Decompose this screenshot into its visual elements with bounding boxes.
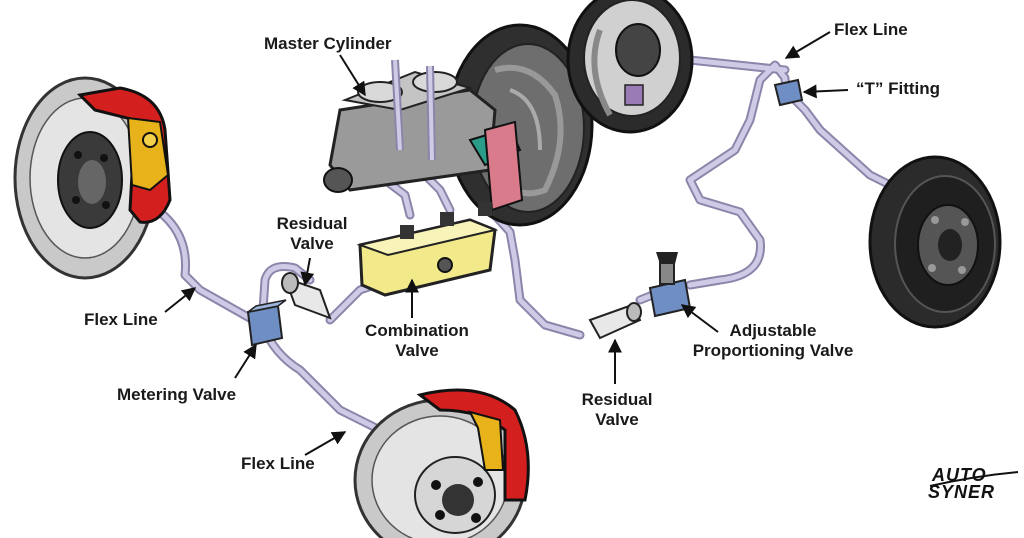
label-flex-line-left: Flex Line	[84, 310, 158, 329]
callout-arrows	[164, 31, 849, 456]
label-residual-valve-left: Residual Valve	[262, 214, 362, 254]
adjustable-proportioning-valve	[648, 252, 692, 318]
label-master-cylinder: Master Cylinder	[264, 34, 392, 53]
label-residual-valve-right-line1: Residual	[581, 390, 653, 409]
logo-swoosh-icon	[929, 471, 1019, 487]
label-combination-valve-line1: Combination	[365, 321, 469, 340]
t-fitting	[773, 78, 804, 107]
label-t-fitting: “T” Fitting	[856, 79, 941, 98]
autosyner-logo: AUTO SYNER	[928, 466, 1020, 502]
label-metering-valve: Metering Valve	[117, 385, 237, 404]
arrow-t-fitting	[802, 84, 849, 99]
label-adjustable-valve-line2: Proportioning Valve	[692, 341, 854, 360]
label-combination-valve: Combination Valve	[355, 321, 479, 361]
front-left-disc-brake	[13, 76, 172, 280]
label-adjustable-proportioning-valve: Adjustable Proportioning Valve	[676, 321, 870, 361]
arrow-residual-valve-left	[300, 257, 315, 287]
arrow-flex-line-bottom	[304, 431, 347, 456]
rear-left-drum-brake	[566, 0, 694, 134]
residual-valve-left	[281, 272, 332, 320]
logo-line1: AUTO	[932, 465, 987, 485]
arrow-master-cylinder	[339, 54, 366, 97]
arrow-flex-line-top	[784, 31, 831, 59]
arrow-adjustable-valve	[680, 304, 719, 333]
label-residual-valve-left-line2: Valve	[290, 234, 334, 253]
front-right-disc-brake	[353, 388, 530, 538]
label-flex-line-top: Flex Line	[834, 20, 908, 39]
label-residual-valve-right: Residual Valve	[567, 390, 667, 430]
label-combination-valve-line2: Valve	[395, 341, 439, 360]
combination-valve	[356, 202, 499, 297]
metering-valve-block	[246, 299, 287, 347]
label-residual-valve-right-line2: Valve	[595, 410, 639, 429]
arrow-metering-valve	[234, 343, 257, 379]
logo-line2: SYNER	[928, 482, 996, 502]
master-cylinder	[323, 59, 524, 212]
label-flex-line-bottom: Flex Line	[241, 454, 315, 473]
label-adjustable-valve-line1: Adjustable	[729, 321, 817, 340]
arrow-flex-line-left	[164, 287, 197, 313]
rear-right-drum-brake	[868, 155, 1002, 329]
label-residual-valve-left-line1: Residual	[276, 214, 348, 233]
residual-valve-right	[588, 302, 642, 340]
